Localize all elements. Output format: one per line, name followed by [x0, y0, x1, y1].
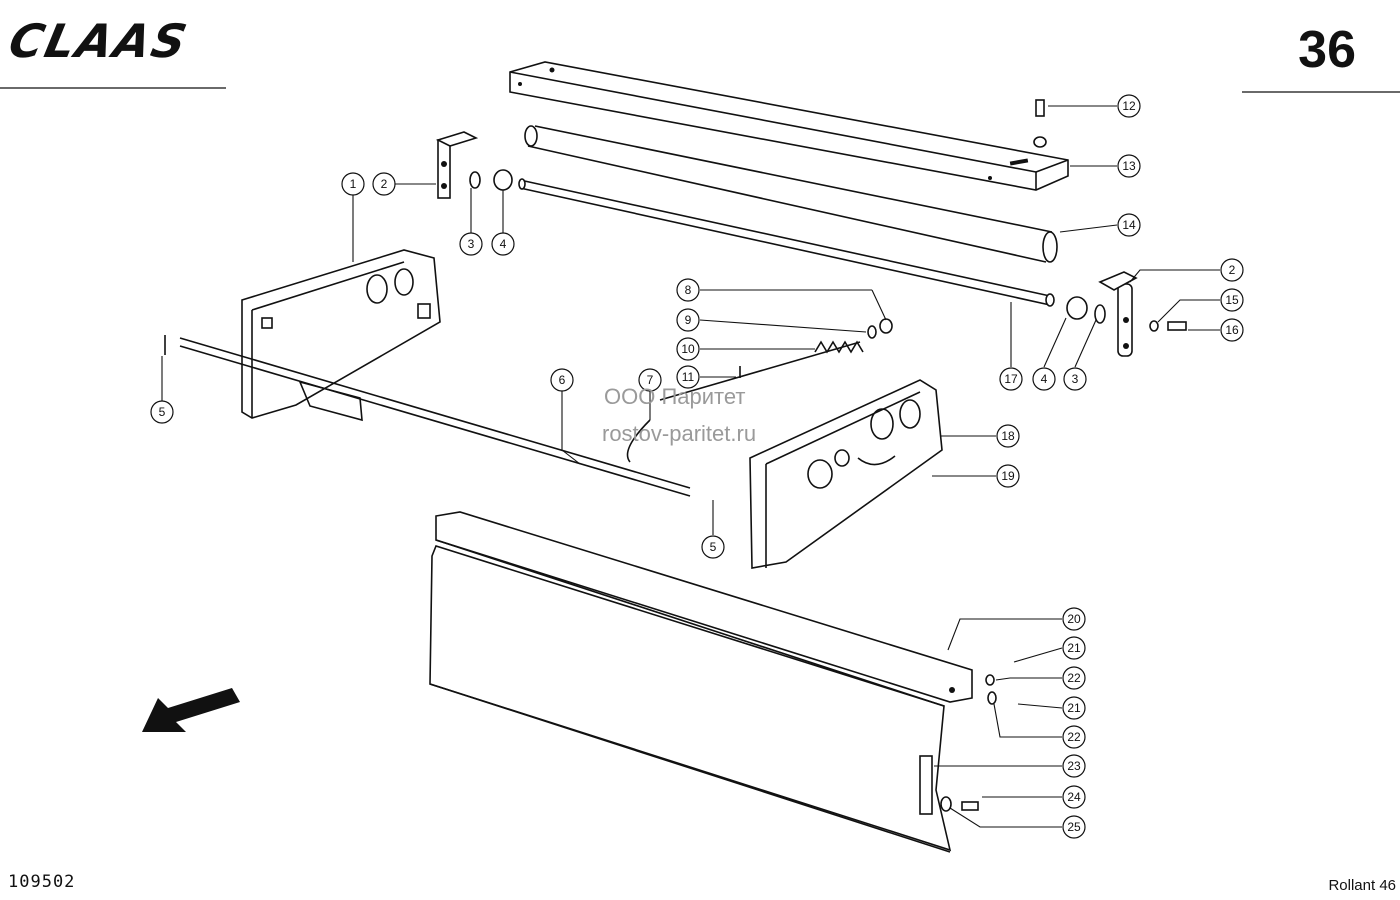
callout-19: 19	[996, 464, 1020, 488]
svg-text:10: 10	[681, 342, 695, 356]
watermark-url: rostov-paritet.ru	[602, 421, 757, 446]
svg-text:5: 5	[710, 540, 717, 554]
callout-24: 24	[1062, 785, 1086, 809]
callout-5-center: 5	[701, 535, 725, 559]
svg-text:22: 22	[1067, 671, 1081, 685]
callout-22-top: 22	[1062, 666, 1086, 690]
svg-text:22: 22	[1067, 730, 1081, 744]
callout-6: 6	[550, 368, 574, 392]
callout-13: 13	[1117, 154, 1141, 178]
callout-8: 8	[676, 278, 700, 302]
callout-7: 7	[638, 368, 662, 392]
callout-2-left: 2	[372, 172, 396, 196]
callout-21-top: 21	[1062, 636, 1086, 660]
callout-9: 9	[676, 308, 700, 332]
callout-4-right: 4	[1032, 367, 1056, 391]
svg-text:18: 18	[1001, 429, 1015, 443]
svg-text:24: 24	[1067, 790, 1081, 804]
callout-25: 25	[1062, 815, 1086, 839]
callout-22-bottom: 22	[1062, 725, 1086, 749]
callout-10: 10	[676, 337, 700, 361]
svg-text:5: 5	[159, 405, 166, 419]
svg-text:23: 23	[1067, 759, 1081, 773]
svg-text:9: 9	[685, 313, 692, 327]
callout-14: 14	[1117, 213, 1141, 237]
callout-18: 18	[996, 424, 1020, 448]
model-name: Rollant 46	[1328, 877, 1396, 894]
callout-20: 20	[1062, 607, 1086, 631]
lower-deflector	[429, 511, 997, 853]
callout-15: 15	[1220, 288, 1244, 312]
svg-text:3: 3	[1072, 372, 1079, 386]
left-bracket	[435, 131, 513, 199]
arrow-down-left-icon	[142, 688, 240, 732]
callout-4-left: 4	[491, 232, 515, 256]
svg-text:12: 12	[1122, 99, 1136, 113]
callout-21-bottom: 21	[1062, 696, 1086, 720]
svg-text:4: 4	[500, 237, 507, 251]
callout-23: 23	[1062, 754, 1086, 778]
callout-12: 12	[1117, 94, 1141, 118]
svg-text:4: 4	[1041, 372, 1048, 386]
watermark-company: ООО Паритет	[604, 384, 746, 409]
svg-text:8: 8	[685, 283, 692, 297]
svg-text:2: 2	[1229, 263, 1236, 277]
svg-text:21: 21	[1067, 641, 1081, 655]
svg-text:15: 15	[1225, 293, 1239, 307]
svg-text:13: 13	[1122, 159, 1136, 173]
callout-2-right: 2	[1220, 258, 1244, 282]
callout-11: 11	[676, 365, 700, 389]
svg-text:16: 16	[1225, 323, 1239, 337]
callout-5-left: 5	[150, 400, 174, 424]
svg-text:7: 7	[647, 373, 654, 387]
callout-1: 1	[341, 172, 365, 196]
svg-text:11: 11	[682, 370, 695, 384]
drawing-number: 109502	[8, 872, 76, 892]
leader-lines	[161, 105, 1220, 828]
callout-16: 16	[1220, 318, 1244, 342]
page-number: 36	[1298, 21, 1356, 79]
svg-text:14: 14	[1122, 218, 1136, 232]
shaft	[518, 178, 1055, 307]
svg-text:1: 1	[350, 177, 357, 191]
svg-text:20: 20	[1067, 612, 1081, 626]
top-cover-plate	[509, 61, 1069, 191]
tube	[524, 125, 1058, 263]
part-callouts: 1 2 3 4 5 6 7 8 9 10 11 5 12 13 14 2 15 …	[150, 94, 1244, 839]
linkage-rod	[164, 335, 691, 497]
svg-text:19: 19	[1001, 469, 1015, 483]
callout-17: 17	[999, 367, 1023, 391]
svg-text:2: 2	[381, 177, 388, 191]
svg-text:6: 6	[559, 373, 566, 387]
right-bracket	[1033, 99, 1187, 357]
callout-3-right: 3	[1063, 367, 1087, 391]
right-side-plate	[749, 379, 943, 569]
svg-text:17: 17	[1004, 372, 1018, 386]
spring-assembly	[626, 318, 893, 463]
callout-3-left: 3	[459, 232, 483, 256]
svg-text:25: 25	[1067, 820, 1081, 834]
svg-text:3: 3	[468, 237, 475, 251]
left-side-plate	[241, 249, 441, 419]
svg-text:21: 21	[1067, 701, 1081, 715]
